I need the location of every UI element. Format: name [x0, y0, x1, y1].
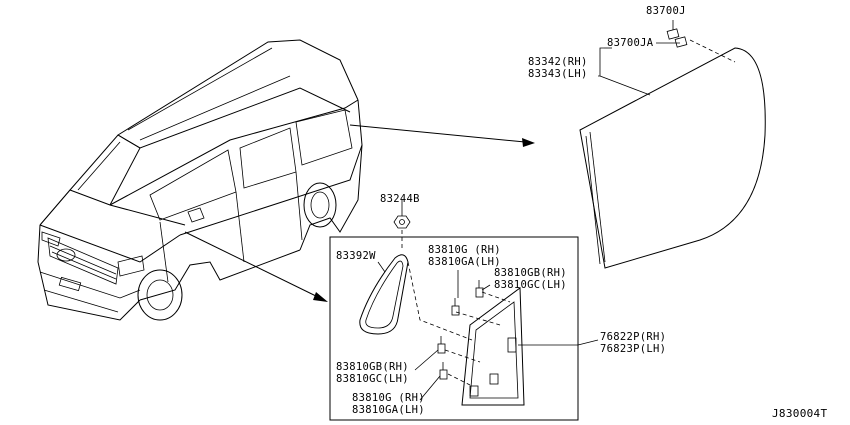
label-83244b: 83244B — [380, 193, 420, 205]
label-83810gb-rh-a: 83810GB(RH) — [494, 267, 567, 279]
callout-arrows — [184, 124, 535, 302]
leader-lines-top — [598, 20, 680, 96]
label-83810gc-lh-b: 83810GC(LH) — [336, 373, 409, 385]
label-83342-rh: 83342(RH) — [528, 56, 588, 68]
van-illustration — [37, 39, 363, 321]
label-83810ga-lh-a: 83810GA(LH) — [428, 256, 501, 268]
label-83810gb-rh-b: 83810GB(RH) — [336, 361, 409, 373]
quarter-glass-shape — [579, 28, 766, 269]
label-83343-lh: 83343(LH) — [528, 68, 588, 80]
label-83700j: 83700J — [646, 5, 686, 17]
diagram-code: J830004T — [772, 407, 828, 420]
label-76823p-lh: 76823P(LH) — [600, 343, 667, 355]
detail-box — [329, 200, 599, 421]
label-76822p-rh: 76822P(RH) — [600, 331, 667, 343]
label-83810gc-lh-a: 83810GC(LH) — [494, 279, 567, 291]
label-83700ja: 83700JA — [607, 37, 654, 49]
label-83810g-rh-a: 83810G (RH) — [428, 244, 501, 256]
label-83392w: 83392W — [336, 250, 376, 262]
stud-fasteners — [437, 280, 484, 380]
label-83810g-rh-b: 83810G (RH) — [352, 392, 425, 404]
label-83810ga-lh-b: 83810GA(LH) — [352, 404, 425, 416]
